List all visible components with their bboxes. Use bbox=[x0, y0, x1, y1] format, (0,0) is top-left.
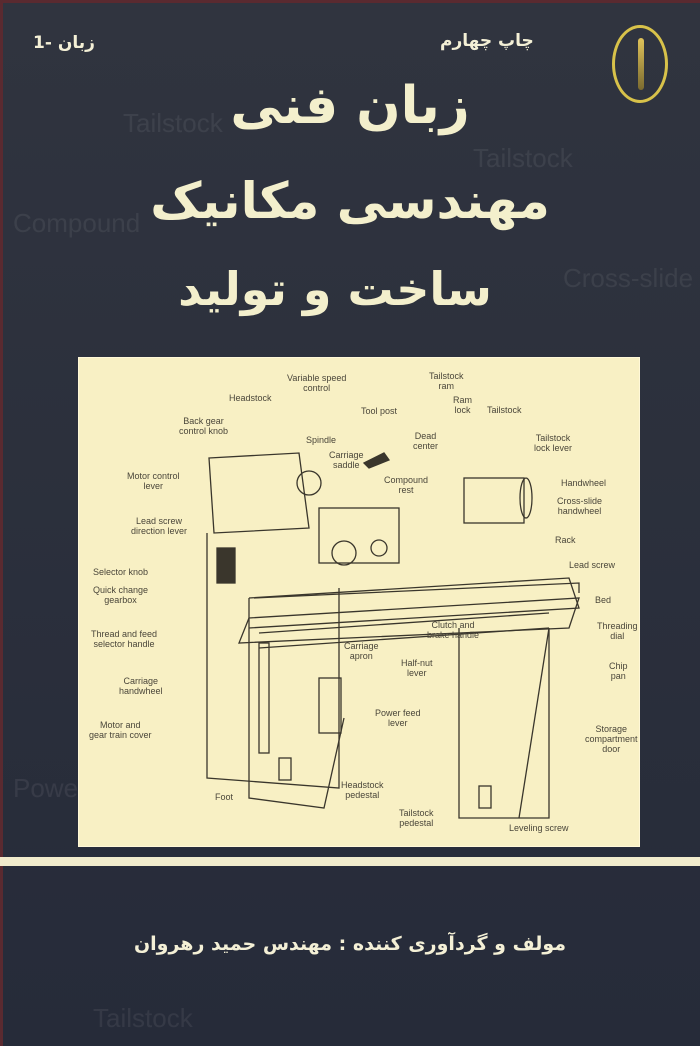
author-credit: مولف و گردآوری کننده : مهندس حمید رهروان bbox=[133, 933, 567, 955]
title-line-1: زبان فنی bbox=[230, 76, 470, 136]
diagram-label: Chip pan bbox=[609, 661, 628, 681]
diagram-label: Carriage apron bbox=[344, 641, 379, 661]
diagram-label: Handwheel bbox=[561, 478, 607, 488]
diagram-label: Bed bbox=[595, 595, 612, 605]
title-line-3: ساخت و تولید bbox=[178, 262, 492, 316]
diagram-label: Tailstock lock lever bbox=[534, 433, 573, 453]
lathe-diagram: Variable speed control Headstock Back ge… bbox=[78, 357, 640, 847]
diagram-label: Motor and gear train cover bbox=[89, 720, 152, 740]
diagram-label: Spindle bbox=[306, 435, 337, 445]
diagram-label: Selector knob bbox=[93, 567, 149, 577]
background-watermark: Tailstock bbox=[473, 143, 573, 173]
diagram-label: Compound rest bbox=[384, 475, 429, 495]
diagram-label: Foot bbox=[215, 792, 234, 802]
diagram-label: Rack bbox=[555, 535, 576, 545]
publisher-logo-icon bbox=[612, 25, 668, 103]
diagram-label: Headstock bbox=[229, 393, 272, 403]
diagram-label: Lead screw bbox=[569, 560, 616, 570]
diagram-label: Threading dial bbox=[597, 621, 638, 641]
diagram-label: Lead screw direction lever bbox=[131, 516, 188, 536]
background-watermark: Cross-slide bbox=[563, 263, 694, 293]
diagram-label: Dead center bbox=[413, 431, 439, 451]
diagram-label: Half-nut lever bbox=[401, 658, 433, 678]
diagram-label: Storage compartment door bbox=[585, 724, 638, 754]
background-watermark: Power bbox=[13, 773, 87, 803]
diagram-label: Motor control lever bbox=[127, 471, 180, 491]
diagram-label: Carriage handwheel bbox=[119, 676, 163, 696]
divider-stripe bbox=[0, 857, 700, 866]
diagram-label: Tool post bbox=[361, 406, 398, 416]
background-watermark: Tailstock bbox=[93, 1003, 193, 1033]
diagram-label: Back gear control knob bbox=[179, 416, 229, 436]
diagram-label: Clutch and brake handle bbox=[427, 620, 480, 640]
diagram-label: Quick change gearbox bbox=[93, 585, 149, 605]
diagram-label: Leveling screw bbox=[509, 823, 569, 833]
diagram-label: Ram lock bbox=[453, 395, 473, 415]
diagram-label: Carriage saddle bbox=[329, 450, 364, 470]
diagram-label: Cross-slide handwheel bbox=[557, 496, 603, 516]
background-watermark: Tailstock bbox=[123, 108, 223, 138]
background-watermark: Compound bbox=[13, 208, 141, 238]
edition-label: چاپ چهارم bbox=[440, 31, 534, 51]
diagram-label: Headstock pedestal bbox=[341, 780, 384, 800]
diagram-label: Tailstock pedestal bbox=[399, 808, 434, 828]
lathe-drawing bbox=[206, 452, 580, 819]
diagram-label: Thread and feed selector handle bbox=[91, 629, 158, 649]
diagram-label: Tailstock bbox=[487, 405, 522, 415]
diagram-label: Variable speed control bbox=[287, 373, 347, 393]
title-line-2: مهندسی مکانیک bbox=[150, 172, 550, 230]
series-label: زبان -1 bbox=[33, 33, 95, 53]
diagram-label: Tailstock ram bbox=[429, 371, 464, 391]
diagram-label: Power feed lever bbox=[375, 708, 421, 728]
